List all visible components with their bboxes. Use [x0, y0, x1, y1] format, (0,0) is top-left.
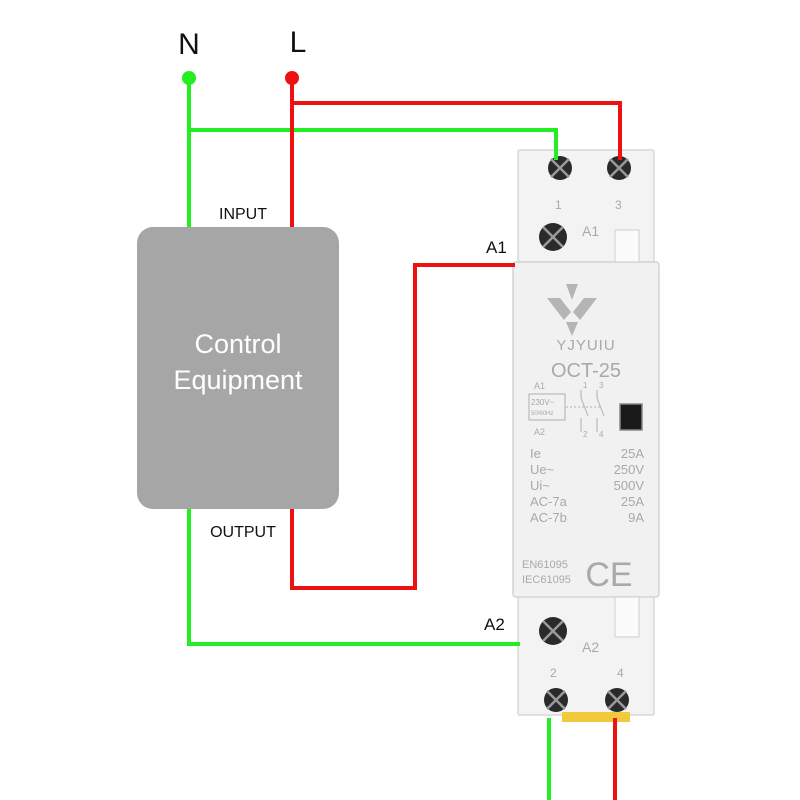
- schematic-a2-label: A2: [534, 427, 545, 437]
- live-wire-output-to-a1: [290, 263, 515, 590]
- coil-a2-device-label: A2: [582, 639, 599, 655]
- live-terminal-dot: [285, 71, 299, 85]
- coil-a1-device-label: A1: [582, 223, 599, 239]
- spec-table: Ie 25A Ue~ 250V Ui~ 500V AC-7a 25A AC-7b…: [530, 446, 644, 525]
- spec-name: AC-7b: [530, 510, 567, 525]
- spec-value: 500V: [614, 478, 645, 493]
- terminal-4-label: 4: [617, 666, 624, 680]
- din-rail-clip: [562, 712, 630, 722]
- live-wire-to-terminal-3: [292, 101, 622, 160]
- terminal-2-label: 2: [550, 666, 557, 680]
- standard-iec: IEC61095: [522, 574, 571, 586]
- terminal-1-screw: [548, 156, 572, 180]
- coil-schematic: A1 230V~ 50/60Hz A2 1 3 2 4: [528, 381, 605, 439]
- brand-name: YJYUIU: [556, 337, 615, 354]
- output-label: OUTPUT: [210, 524, 276, 541]
- neutral-wire-output-to-a2: [187, 508, 520, 646]
- terminal-1-label: 1: [555, 198, 562, 212]
- neutral-wire-to-terminal-1: [189, 128, 558, 160]
- spec-name: Ui~: [530, 478, 550, 493]
- neutral-label: N: [178, 28, 200, 61]
- spec-value: 25A: [621, 446, 644, 461]
- top-side-tab: [614, 229, 640, 263]
- contactor: 1 3 A1 YJYUIU OCT-25 A1 230V~ 50/60Hz A2: [512, 149, 660, 722]
- schematic-frequency: 50/60Hz: [531, 411, 553, 417]
- coil-a1-screw: [539, 223, 567, 251]
- status-indicator-window: [619, 403, 643, 431]
- terminal-3-label: 3: [615, 198, 622, 212]
- model-number: OCT-25: [551, 360, 621, 382]
- schematic-contact-4: 4: [599, 430, 604, 439]
- spec-value: 250V: [614, 462, 645, 477]
- coil-a2-screw: [539, 617, 567, 645]
- control-equipment-title-line2: Equipment: [173, 365, 303, 395]
- control-equipment-box: [137, 227, 339, 509]
- schematic-voltage: 230V~: [531, 398, 555, 407]
- spec-name: Ie: [530, 446, 541, 461]
- standard-en: EN61095: [522, 559, 568, 571]
- schematic-contact-2: 2: [583, 430, 588, 439]
- schematic-contact-1: 1: [583, 381, 588, 390]
- live-label: L: [290, 26, 307, 59]
- terminal-2-screw: [544, 688, 568, 712]
- spec-value: 9A: [628, 510, 644, 525]
- brand-logo-icon: [547, 284, 597, 336]
- schematic-contact-3: 3: [599, 381, 604, 390]
- ce-mark-icon: CE: [585, 556, 632, 594]
- schematic-a1-label: A1: [534, 381, 545, 391]
- neutral-terminal-dot: [182, 71, 196, 85]
- terminal-4-screw: [605, 688, 629, 712]
- input-label: INPUT: [219, 206, 267, 223]
- spec-value: 25A: [621, 494, 644, 509]
- spec-name: AC-7a: [530, 494, 568, 509]
- spec-name: Ue~: [530, 462, 555, 477]
- a1-wire-label: A1: [486, 238, 507, 257]
- a2-wire-label: A2: [484, 615, 505, 634]
- control-equipment-title-line1: Control: [194, 329, 281, 359]
- terminal-3-screw: [607, 156, 631, 180]
- schematic-coil-box: [528, 393, 566, 421]
- bottom-side-tab: [614, 596, 640, 638]
